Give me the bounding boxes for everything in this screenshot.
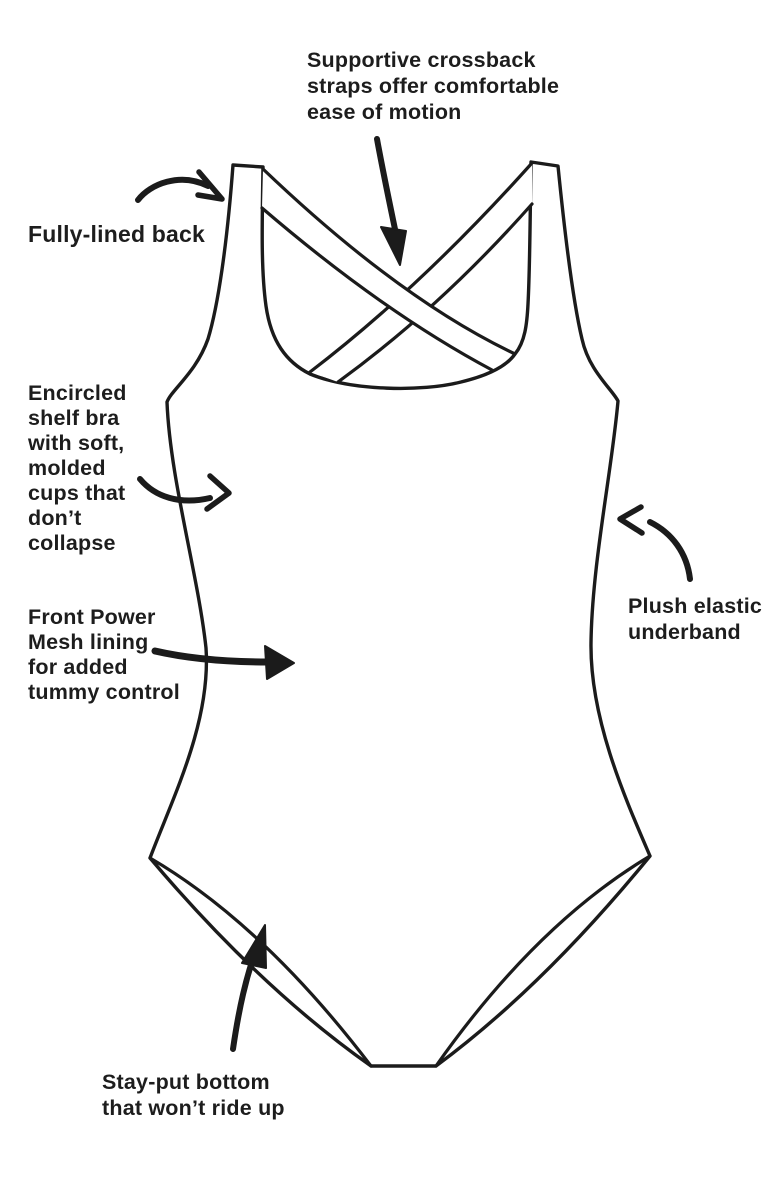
power-mesh-arrow	[151, 645, 295, 680]
shelf-bra-arrow	[137, 473, 232, 512]
swimsuit-silhouette	[148, 160, 652, 1068]
stay-put-bottom-arrow	[230, 924, 267, 1052]
fully-lined-back-arrow	[135, 169, 225, 203]
leg-binding-right	[434, 854, 652, 1068]
label-elastic-underband: Plush elastic underband	[628, 594, 763, 644]
label-crossback-straps: Supportive crossback straps offer comfor…	[307, 48, 560, 124]
label-fully-lined-back: Fully-lined back	[28, 221, 206, 247]
label-power-mesh: Front Power Mesh lining for added tummy …	[28, 605, 180, 704]
crossback-strap-right-to-left	[308, 161, 534, 384]
label-stay-put-bottom: Stay-put bottom that won’t ride up	[102, 1070, 285, 1120]
underband-arrow	[617, 504, 693, 582]
crossback-strap-left-to-right	[260, 167, 515, 372]
label-shelf-bra: Encircled shelf bra with soft, molded cu…	[28, 381, 127, 555]
crossback-arrow	[374, 136, 407, 266]
